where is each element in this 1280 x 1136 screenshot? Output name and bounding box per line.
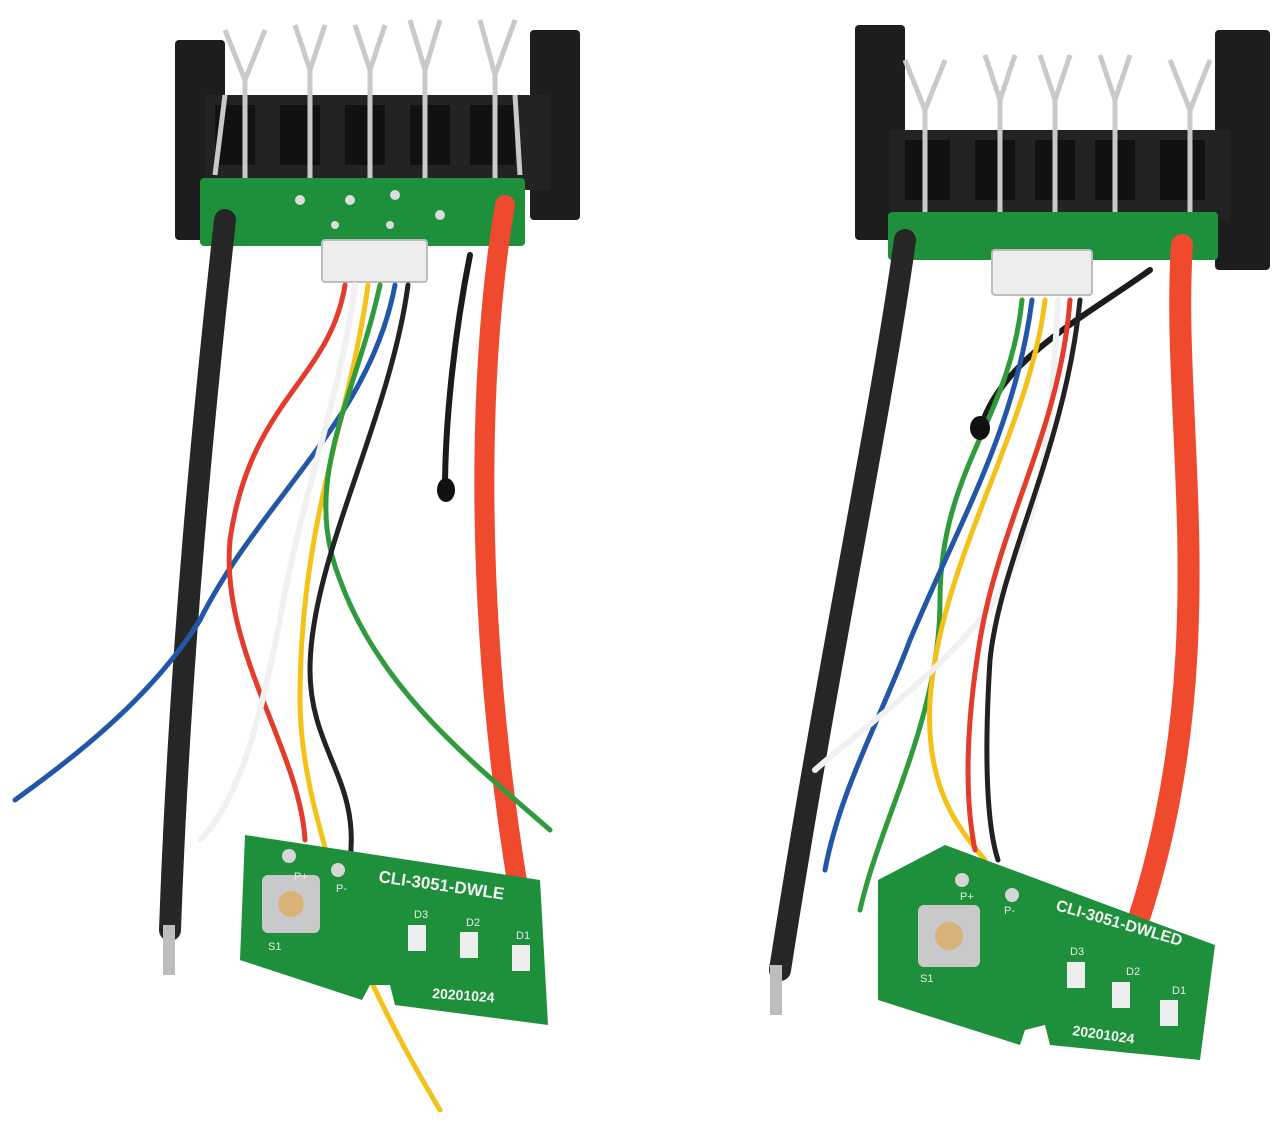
right-led-board xyxy=(878,845,1215,1060)
left-jst-connector xyxy=(321,239,428,283)
left-led-d1 xyxy=(512,945,530,971)
left-top-pcb-details xyxy=(295,190,445,229)
left-wires xyxy=(12,195,553,1113)
right-black-wire-tip xyxy=(770,965,782,1015)
left-pad-minus xyxy=(331,863,345,877)
left-led-label-d2: D2 xyxy=(466,917,480,929)
left-thermistor-bead xyxy=(437,478,455,502)
right-wire-blue xyxy=(822,297,1035,873)
right-jst-connector xyxy=(991,249,1093,296)
left-wire-white xyxy=(197,282,358,843)
left-led-d3 xyxy=(408,925,426,951)
left-wire-green xyxy=(323,282,553,833)
right-wire-black-thin xyxy=(984,297,1083,863)
left-wire-black-thick xyxy=(159,209,236,941)
left-wire-black-thermistor xyxy=(442,252,473,493)
right-pad-minus-label: P- xyxy=(1004,905,1015,917)
left-wire-red xyxy=(226,282,348,843)
left-assembly: CLI-3051-DWLE 20201024 P+ P- S1 D3 D2 D1 xyxy=(12,19,580,1113)
right-pad-plus xyxy=(955,873,969,887)
right-led-d2 xyxy=(1112,982,1130,1008)
right-led-label-d3: D3 xyxy=(1070,946,1084,958)
right-wire-red xyxy=(965,297,1073,853)
left-pad-plus-label: P+ xyxy=(294,871,308,883)
right-top-pcb xyxy=(888,212,1218,260)
right-pad-plus-label: P+ xyxy=(960,891,974,903)
right-wire-yellow xyxy=(927,297,1048,863)
left-pad-plus xyxy=(282,849,296,863)
right-switch-label: S1 xyxy=(920,973,933,985)
left-led-label-d1: D1 xyxy=(516,930,530,942)
left-led-board xyxy=(240,835,548,1025)
right-metal-contacts xyxy=(902,54,1213,220)
right-led-d1 xyxy=(1160,1000,1178,1026)
right-wire-green xyxy=(857,297,1025,913)
left-date-code: 20201024 xyxy=(432,985,495,1005)
left-switch-label: S1 xyxy=(268,941,281,953)
left-black-wire-tip xyxy=(163,925,175,975)
right-wires xyxy=(769,229,1200,981)
left-led-d2 xyxy=(460,932,478,958)
right-pushbutton-cap xyxy=(935,922,963,950)
right-wire-black-thermistor xyxy=(977,267,1153,433)
right-wire-black-thick xyxy=(769,229,916,981)
right-thermistor-bead xyxy=(970,416,990,440)
left-metal-contacts xyxy=(212,19,523,190)
left-pushbutton-cap xyxy=(278,891,304,917)
left-led-label-d3: D3 xyxy=(414,909,428,921)
left-wire-blue xyxy=(12,282,398,803)
right-led-d3 xyxy=(1067,962,1085,988)
right-connector-housing xyxy=(855,25,1270,270)
left-wire-red-thick xyxy=(474,195,530,910)
right-led-label-d2: D2 xyxy=(1126,966,1140,978)
right-pad-minus xyxy=(1005,888,1019,902)
left-wire-black-thin xyxy=(307,282,411,863)
left-top-pcb xyxy=(200,178,525,246)
right-assembly: CLI-3051-DWLED 20201024 P+ P- S1 D3 D2 D… xyxy=(769,25,1270,1060)
left-pad-minus-label: P- xyxy=(336,883,347,895)
right-led-label-d1: D1 xyxy=(1172,985,1186,997)
right-wire-red-thick xyxy=(1129,234,1200,926)
